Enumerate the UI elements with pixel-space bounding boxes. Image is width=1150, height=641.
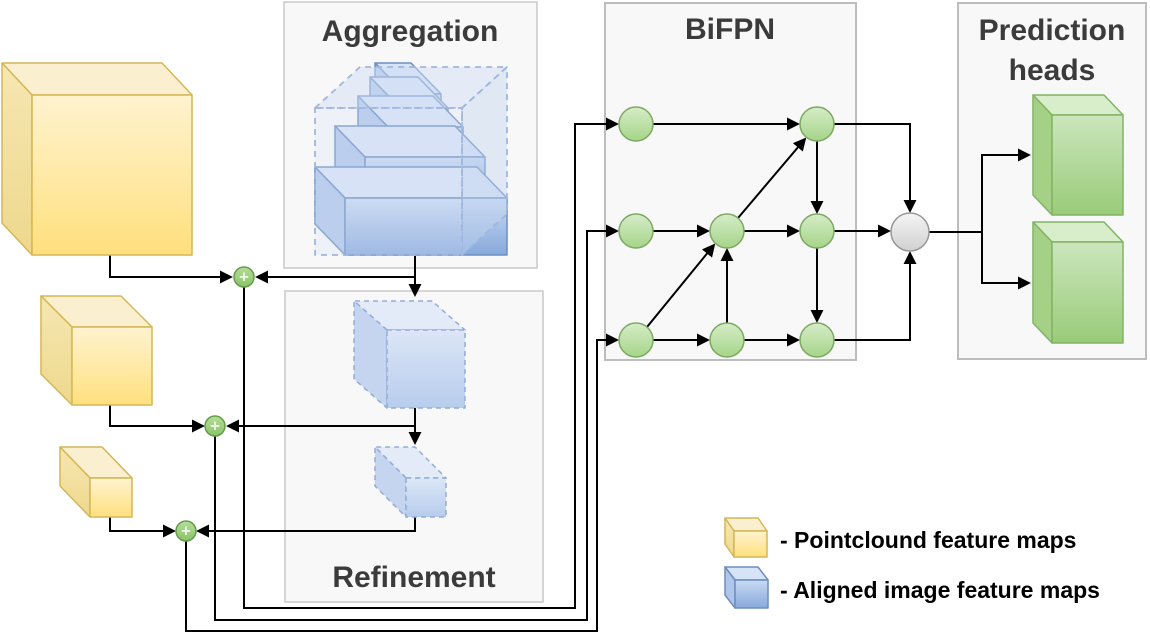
edge-refine2-to-plus3 — [196, 517, 416, 538]
legend-pointcloud-label: - Pointclound feature maps — [780, 527, 1076, 553]
legend-image-label: - Aligned image feature maps — [780, 577, 1100, 603]
legend: - Pointclound feature maps - Aligned ima… — [724, 517, 1100, 609]
edge-to-head1 — [981, 148, 1031, 232]
bifpn-node-bottom-out — [799, 322, 835, 358]
refinement-title: Refinement — [332, 561, 495, 594]
edge-bifpn-diag-high — [737, 137, 807, 219]
plus-icon: + — [181, 522, 191, 541]
bifpn-node-top-out — [799, 106, 835, 142]
prediction-head-box-1 — [1032, 94, 1124, 216]
pointcloud-cube-large — [1, 62, 193, 256]
pointcloud-cube-small — [59, 446, 133, 518]
bifpn-title: BiFPN — [685, 13, 775, 46]
merge-node — [890, 212, 930, 252]
aggregation-feature-pyramid — [314, 62, 508, 256]
fusion-plus-node-2: + — [204, 415, 226, 437]
edge-plus3-to-bifpn-bottom — [185, 333, 619, 632]
edge-top-to-merge — [834, 123, 917, 213]
bifpn-nodes — [618, 106, 835, 358]
fusion-plus-node-3: + — [175, 520, 197, 542]
prediction-title-line2: heads — [1009, 54, 1096, 87]
refinement-cube-large — [353, 300, 466, 409]
legend-pointcloud-cube-icon — [724, 517, 768, 558]
bifpn-node-mid-in — [618, 213, 654, 249]
prediction-title-line1: Prediction — [979, 14, 1126, 47]
bifpn-node-bottom-center — [709, 322, 745, 358]
bifpn-node-top-in — [618, 106, 654, 142]
prediction-head-box-2 — [1032, 221, 1124, 344]
legend-image-cube-icon — [724, 566, 769, 609]
edge-cube1-to-plus1 — [109, 255, 233, 284]
edge-to-head2 — [981, 232, 1031, 290]
edge-plus1-to-bifpn-top — [243, 117, 619, 609]
aggregation-ghost-cube — [314, 66, 508, 256]
bifpn-node-mid-out — [799, 213, 835, 249]
bifpn-node-bottom-in — [618, 322, 654, 358]
edge-plus2-to-bifpn-mid — [214, 224, 619, 621]
refinement-cube-small — [374, 446, 447, 518]
bifpn-panel — [604, 2, 857, 361]
edge-cube3-to-plus3 — [109, 517, 176, 538]
fusion-plus-node-1: + — [233, 266, 255, 288]
plus-icon: + — [239, 268, 249, 287]
aggregation-title: Aggregation — [322, 15, 499, 48]
edge-cube2-to-plus2 — [109, 405, 205, 433]
bifpn-node-mid-center — [709, 213, 745, 249]
edge-bottom-to-merge — [834, 251, 917, 341]
connector-arrows — [109, 117, 1031, 632]
edge-bifpn-diag-low — [646, 243, 716, 328]
pyramid-step-1 — [314, 166, 508, 256]
pointcloud-cube-medium — [40, 295, 153, 406]
plus-icon: + — [210, 417, 220, 436]
